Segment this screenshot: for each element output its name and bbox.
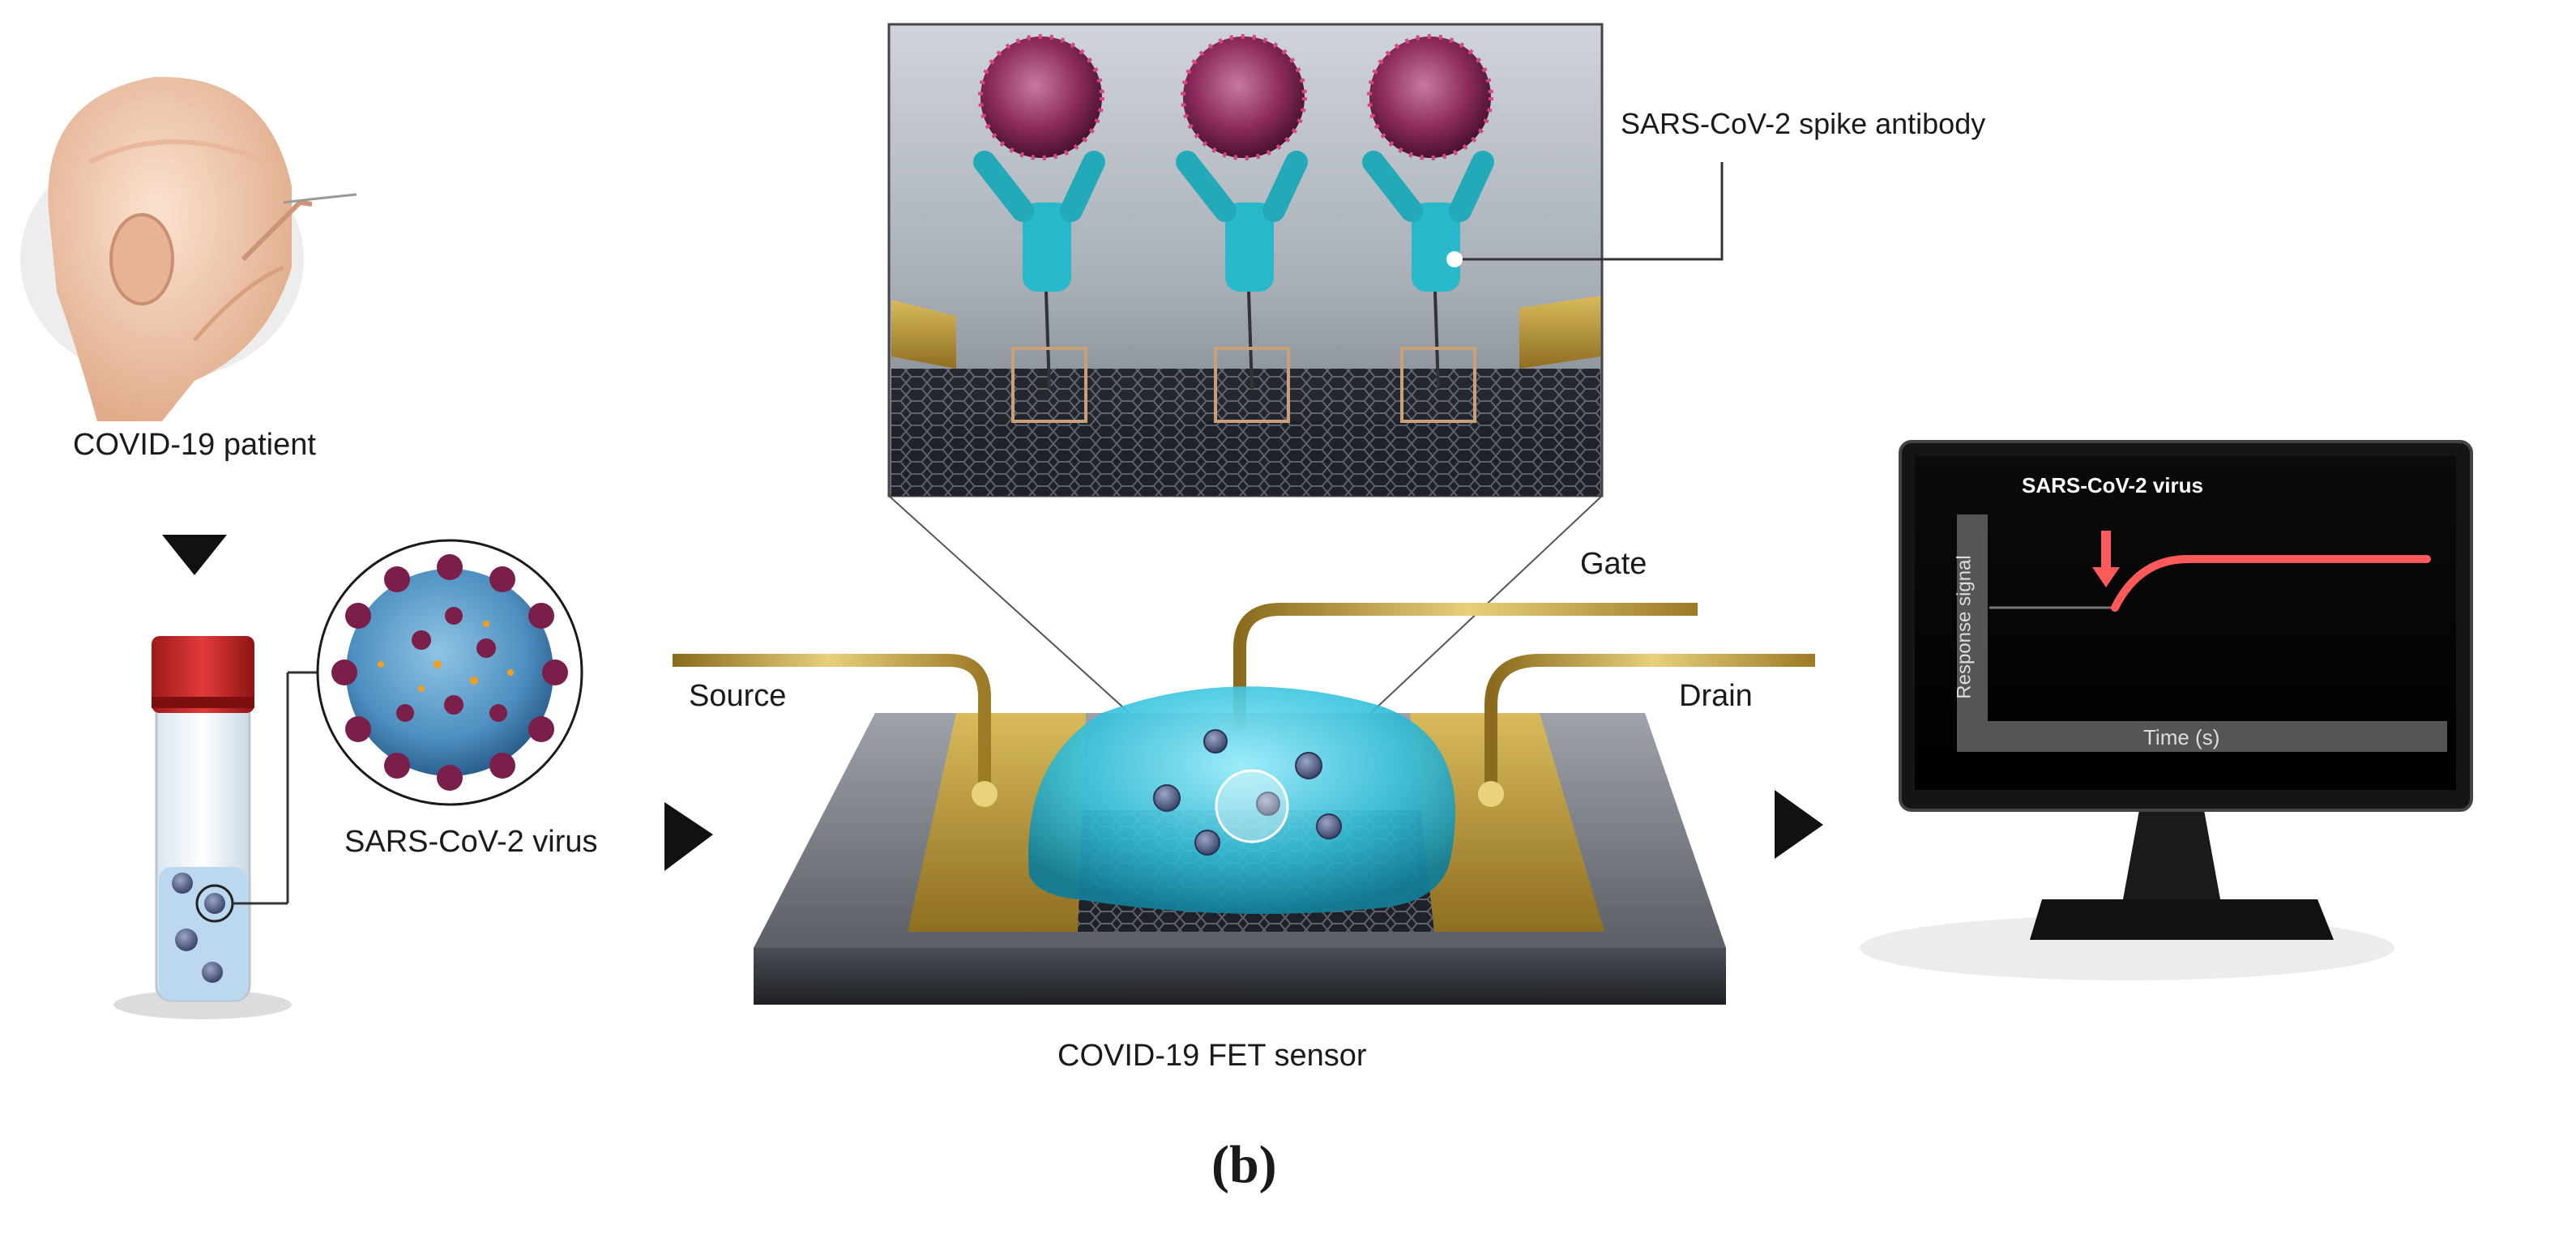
label-patient: COVID-19 patient [73,428,316,462]
sample-tube [113,636,324,1019]
antibody-assembly-2 [1176,34,1308,423]
monitor-ylabel: Response signal [1953,555,1976,699]
label-gate: Gate [1580,547,1647,581]
label-sensor: COVID-19 FET sensor [1057,1039,1367,1073]
label-antibody: SARS-CoV-2 spike antibody [1621,107,1986,140]
monitor-event-label: SARS-CoV-2 virus [2022,473,2203,497]
label-virus: SARS-CoV-2 virus [344,825,598,859]
monitor-chart [1957,514,2447,752]
label-source: Source [689,679,787,713]
monitor [1860,440,2473,980]
antibody-assembly-3 [1362,34,1494,423]
arrow-down-icon [162,535,227,575]
panel-label: (b) [1211,1135,1277,1194]
label-drain: Drain [1679,679,1753,713]
arrow-right-icon-2 [1775,790,1823,859]
fet-sensor [673,603,1815,1005]
patient-illustration [20,76,357,422]
virus-closeup [316,539,583,806]
zoom-inset [887,23,1724,497]
monitor-xlabel: Time (s) [2143,725,2220,749]
antibody-assembly-1 [973,34,1105,423]
arrow-right-icon [664,802,713,871]
